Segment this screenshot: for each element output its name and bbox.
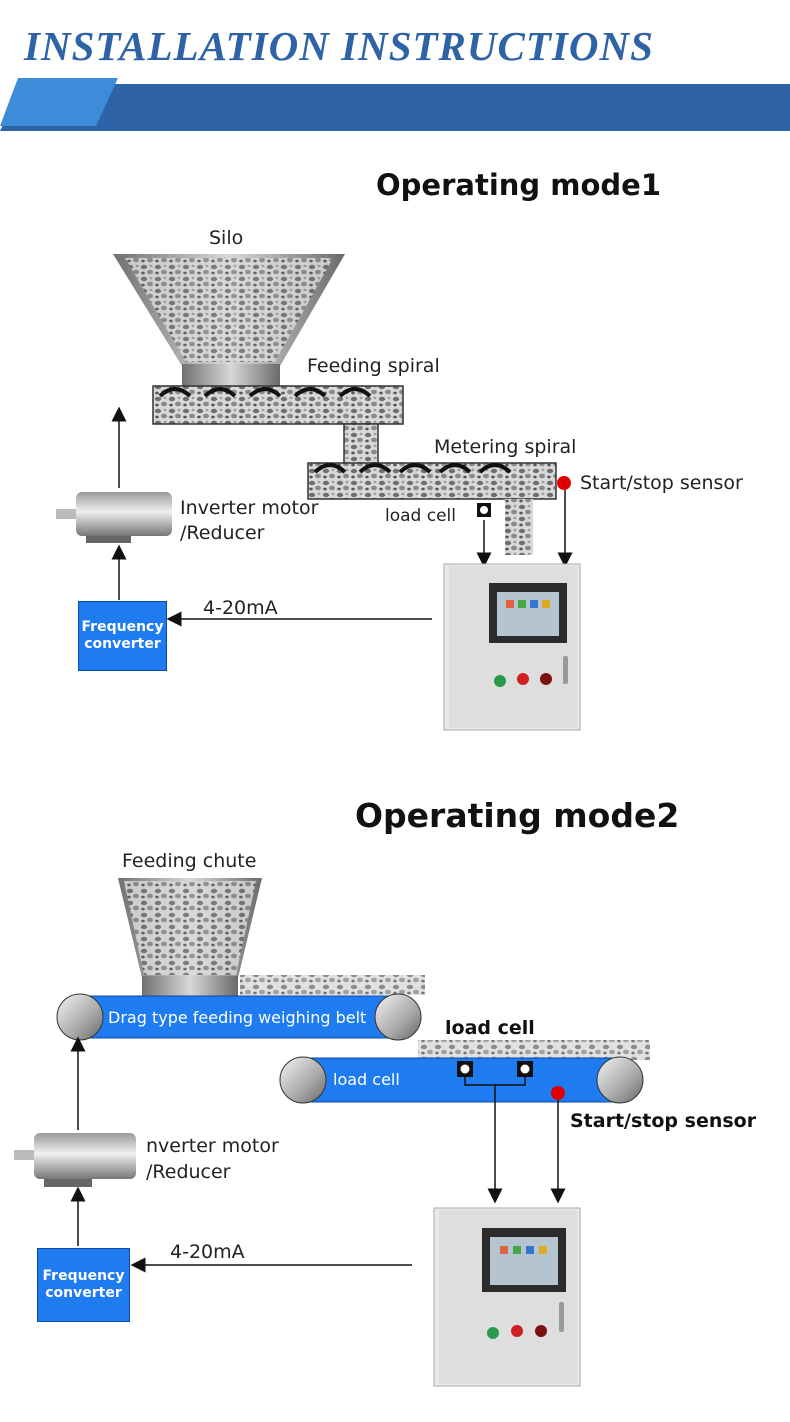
page-title: INSTALLATION INSTRUCTIONS (24, 23, 654, 69)
upper-belt (56, 993, 422, 1041)
fc-line2: converter (84, 636, 161, 652)
mode1-diagram (56, 254, 581, 731)
inverter-motor-icon (14, 1133, 136, 1187)
fc-line2: converter (45, 1285, 122, 1301)
lower-belt-label: load cell (333, 1070, 400, 1089)
lower-belt (279, 1056, 644, 1104)
material-on-belt (240, 975, 425, 995)
start-stop-sensor-label: Start/stop sensor (570, 1110, 757, 1132)
start-stop-sensor-icon (551, 1086, 565, 1100)
banner-bar (0, 78, 790, 131)
start-stop-sensor-icon (557, 476, 571, 490)
load-cell-label: load cell (385, 506, 456, 526)
mode1-title: Operating mode1 (376, 168, 662, 202)
control-cabinet (443, 563, 581, 731)
load-cell-label: load cell (445, 1017, 535, 1039)
silo (113, 254, 345, 386)
load-cell-icon (477, 503, 491, 517)
fc-line1: Frequency (81, 619, 164, 635)
metering-spiral-label: Metering spiral (434, 436, 577, 458)
signal-label: 4-20mA (170, 1241, 245, 1263)
mode2-title: Operating mode2 (355, 796, 680, 835)
motor-label-line1: nverter motor (146, 1135, 279, 1157)
motor-label-line2: /Reducer (180, 522, 265, 544)
feeding-chute-label: Feeding chute (122, 850, 257, 872)
motor-label-line1: Inverter motor (180, 497, 319, 519)
motor-label-line2: /Reducer (146, 1161, 231, 1183)
fc-line1: Frequency (42, 1268, 125, 1284)
silo-label: Silo (209, 227, 244, 249)
feeding-spiral-label: Feeding spiral (307, 355, 440, 377)
upper-belt-label: Drag type feeding weighing belt (108, 1008, 367, 1027)
feeding-chute (118, 878, 262, 996)
start-stop-sensor-label: Start/stop sensor (580, 472, 743, 494)
load-cell-icon (457, 1061, 533, 1077)
feeding-spiral (152, 385, 404, 425)
control-cabinet (433, 1207, 581, 1387)
signal-label: 4-20mA (203, 597, 278, 619)
inverter-motor-icon (56, 492, 172, 543)
material-on-lower-belt (418, 1040, 650, 1060)
metering-spiral (307, 462, 557, 555)
